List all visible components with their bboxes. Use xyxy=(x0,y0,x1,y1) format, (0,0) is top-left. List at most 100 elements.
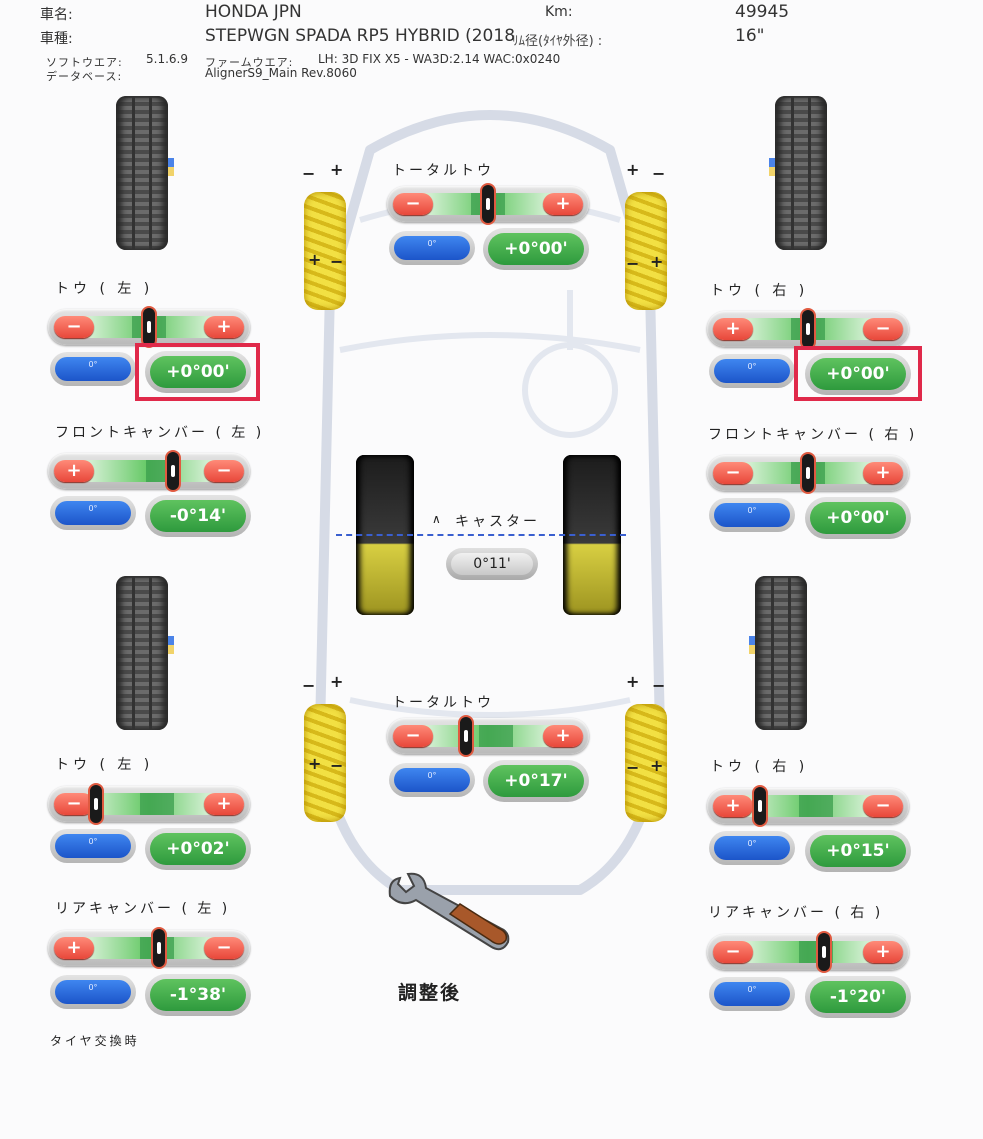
plus-symbol: + xyxy=(54,937,94,959)
front-total-toe-value-pill: +0°00' xyxy=(483,228,589,270)
rear-camber-right-unit-pill: 0° xyxy=(709,977,795,1011)
plus-symbol: + xyxy=(54,460,94,482)
plus-symbol: + xyxy=(308,754,322,773)
plus-symbol: + xyxy=(308,250,322,269)
minus-symbol: − xyxy=(863,318,903,340)
rear-left-wheel-image xyxy=(304,704,346,822)
minus-symbol: − xyxy=(204,460,244,482)
gauge-needle xyxy=(800,452,816,494)
rear-toe-right-gauge: + − xyxy=(707,785,909,827)
gauge-needle xyxy=(751,785,768,827)
front-total-toe-label: トータルトウ xyxy=(392,163,494,179)
rear-toe-right-label: トウ ( 右 ) xyxy=(710,759,809,775)
minus-symbol: − xyxy=(713,462,753,484)
rear-toe-right-unit-pill: 0° xyxy=(709,831,795,865)
front-right-tire-image xyxy=(775,96,827,250)
minus-symbol: − xyxy=(204,937,244,959)
minus-symbol: − xyxy=(393,725,433,747)
software-version: 5.1.6.9 xyxy=(146,52,188,66)
rear-total-toe-value-pill: +0°17' xyxy=(483,760,589,802)
caster-value-pill: 0°11' xyxy=(446,548,538,580)
unit-text: 0° xyxy=(55,501,131,525)
plus-symbol: + xyxy=(650,252,664,271)
minus-symbol: − xyxy=(863,795,903,817)
rear-camber-right-value-pill: -1°20' xyxy=(805,976,911,1018)
rear-right-wheel-image xyxy=(625,704,667,822)
minus-symbol: − xyxy=(302,164,316,183)
front-camber-right-unit-pill: 0° xyxy=(709,498,795,532)
rear-camber-left-gauge: + − xyxy=(48,927,250,969)
vehicle-model: STEPWGN SPADA RP5 HYBRID (2018 xyxy=(205,26,516,46)
minus-symbol: − xyxy=(652,676,666,695)
caster-axis-line xyxy=(336,534,626,536)
unit-text: 0° xyxy=(55,980,131,1004)
front-camber-right-label: フロントキャンバー ( 右 ) xyxy=(708,427,918,443)
front-toe-right-value: +0°00' xyxy=(810,358,906,390)
database-label: データベース: xyxy=(46,70,123,83)
front-camber-left-label: フロントキャンバー ( 左 ) xyxy=(55,425,265,441)
front-toe-right-unit-pill: 0° xyxy=(709,354,795,388)
front-toe-left-gauge: − + xyxy=(48,306,250,348)
front-camber-left-value: -0°14' xyxy=(150,500,246,532)
front-toe-right-gauge: + − xyxy=(707,308,909,350)
rear-left-tire-marker xyxy=(168,636,174,654)
km-value: 49945 xyxy=(735,2,790,22)
software-label: ソフトウエア: xyxy=(46,56,123,69)
plus-symbol: + xyxy=(330,672,344,691)
rear-camber-right-gauge: − + xyxy=(707,931,909,973)
plus-symbol: + xyxy=(204,793,244,815)
database-value: AlignerS9_Main Rev.8060 xyxy=(205,66,357,80)
unit-text: 0° xyxy=(714,982,790,1006)
rear-right-tire-image xyxy=(755,576,807,730)
front-toe-left-value-pill: +0°00' xyxy=(145,351,251,393)
rear-left-tire-image xyxy=(116,576,168,730)
front-total-toe-gauge: − + xyxy=(387,183,589,225)
minus-symbol: − xyxy=(54,316,94,338)
front-camber-left-gauge: + − xyxy=(48,450,250,492)
rear-toe-left-unit-pill: 0° xyxy=(50,829,136,863)
plus-symbol: + xyxy=(863,941,903,963)
vehicle-name-label: 車名: xyxy=(40,7,73,23)
plus-symbol: + xyxy=(650,756,664,775)
rear-total-toe-gauge: − + xyxy=(387,715,589,757)
minus-symbol: − xyxy=(393,193,433,215)
plus-symbol: + xyxy=(626,160,640,179)
front-total-toe-unit-pill: 0° xyxy=(389,231,475,265)
front-total-toe-value: +0°00' xyxy=(488,233,584,265)
caster-label: キャスター xyxy=(455,514,540,530)
rear-toe-right-value-pill: +0°15' xyxy=(805,830,911,872)
minus-symbol: − xyxy=(713,941,753,963)
minus-symbol: − xyxy=(330,756,344,775)
highlight-box xyxy=(135,343,260,401)
front-right-wheel-image xyxy=(625,192,667,310)
caster-angle-mark: ∧ xyxy=(432,512,441,526)
plus-symbol: + xyxy=(543,193,583,215)
rear-camber-left-value: -1°38' xyxy=(150,979,246,1011)
front-toe-left-value: +0°00' xyxy=(150,356,246,388)
minus-symbol: − xyxy=(626,254,640,273)
caster-value: 0°11' xyxy=(451,553,533,575)
plus-symbol: + xyxy=(626,672,640,691)
unit-text: 0° xyxy=(55,357,131,381)
rear-total-toe-unit-pill: 0° xyxy=(389,763,475,797)
minus-symbol: − xyxy=(54,793,94,815)
unit-text: 0° xyxy=(55,834,131,858)
front-left-wheel-image xyxy=(304,192,346,310)
front-toe-left-unit-pill: 0° xyxy=(50,352,136,386)
gauge-needle xyxy=(816,931,833,973)
front-toe-left-label: トウ ( 左 ) xyxy=(55,281,154,297)
unit-text: 0° xyxy=(394,768,470,792)
vehicle-name: HONDA JPN xyxy=(205,2,302,22)
plus-symbol: + xyxy=(204,316,244,338)
plus-symbol: + xyxy=(330,160,344,179)
km-label: Km: xyxy=(545,4,573,20)
gauge-needle xyxy=(800,308,816,350)
rear-camber-right-label: リアキャンバー ( 右 ) xyxy=(708,905,884,921)
front-camber-left-unit-pill: 0° xyxy=(50,496,136,530)
front-camber-right-value-pill: +0°00' xyxy=(805,497,911,539)
minus-symbol: − xyxy=(626,758,640,777)
front-toe-right-label: トウ ( 右 ) xyxy=(710,283,809,299)
plus-symbol: + xyxy=(543,725,583,747)
unit-text: 0° xyxy=(714,836,790,860)
unit-text: 0° xyxy=(394,236,470,260)
